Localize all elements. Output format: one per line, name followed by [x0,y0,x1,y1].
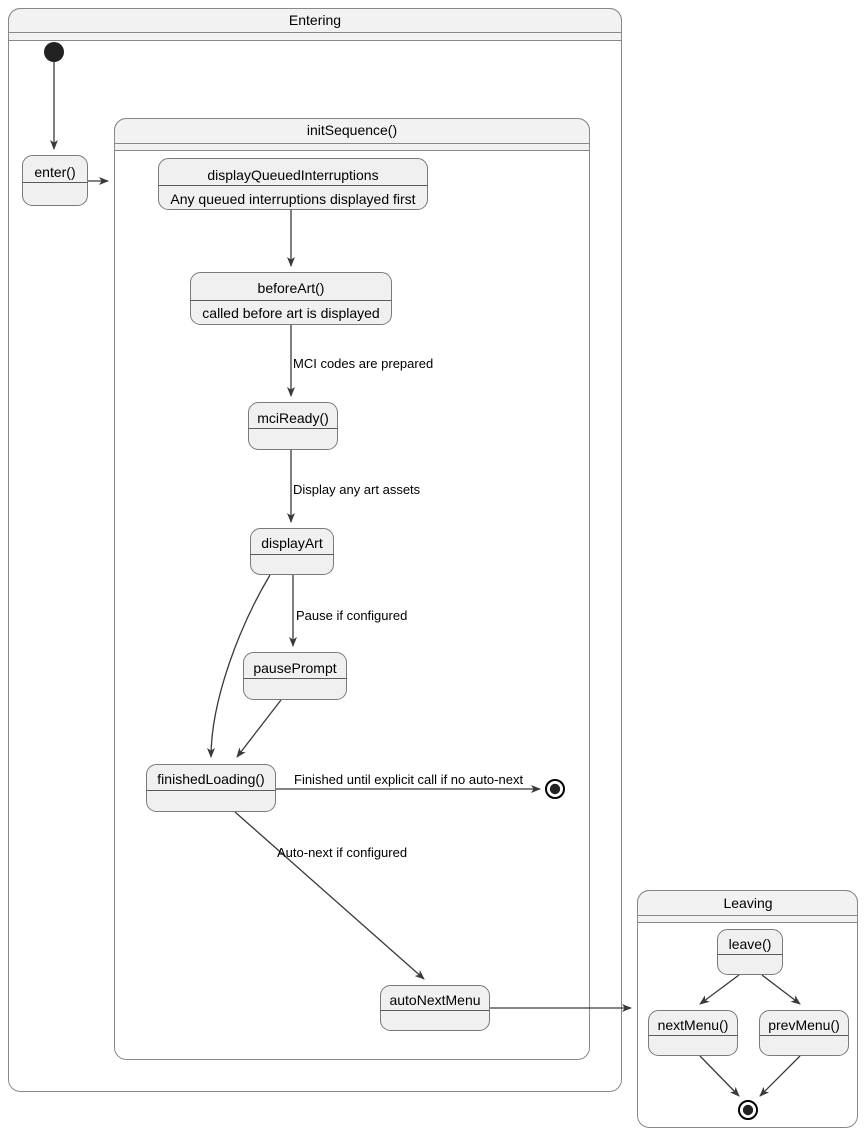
transition-pauseprompt-to-finishedloading [236,699,282,758]
state-leave-label: leave() [729,936,772,952]
transition-finishedloading-to-autonextmenu [234,811,425,980]
edge-labels-layer: MCI codes are prepared Display any art a… [277,356,523,860]
state-mciready[interactable]: mciReady() [248,402,338,450]
state-autonextmenu[interactable]: autoNextMenu [380,985,490,1031]
transitions-layer [50,62,801,1097]
edge-label-finished-until-explicit-call: Finished until explicit call if no auto-… [294,772,523,787]
composite-entering-title: Entering [289,12,341,28]
composite-leaving-header [637,890,858,923]
state-pauseprompt-label: pausePrompt [253,660,336,676]
state-beforeart[interactable]: beforeArt() called before art is display… [190,272,392,325]
state-displayqueuedinterruptions-desc: Any queued interruptions displayed first [170,191,415,207]
state-displayqueuedinterruptions[interactable]: displayQueuedInterruptions Any queued in… [158,158,428,210]
state-prevmenu-label: prevMenu() [768,1017,840,1033]
edge-label-auto-next-if-configured: Auto-next if configured [277,845,407,860]
state-pauseprompt[interactable]: pausePrompt [243,652,347,700]
state-finishedloading-label: finishedLoading() [157,771,264,787]
state-nextmenu-label: nextMenu() [658,1017,729,1033]
state-prevmenu[interactable]: prevMenu() [759,1010,849,1056]
state-finishedloading[interactable]: finishedLoading() [146,764,276,812]
composite-state-leaving[interactable]: Leaving [637,890,858,1128]
state-leave[interactable]: leave() [717,929,783,975]
transition-nextmenu-to-final [699,1055,740,1097]
state-autonextmenu-label: autoNextMenu [389,992,480,1008]
state-enter[interactable]: enter() [22,155,88,206]
state-mciready-label: mciReady() [257,410,329,426]
state-nextmenu[interactable]: nextMenu() [648,1010,738,1056]
transition-leave-to-nextmenu [699,974,740,1005]
composite-initsequence-title: initSequence() [307,122,397,138]
composite-initsequence-header [114,118,590,151]
state-displayart[interactable]: displayArt [250,528,334,575]
composite-leaving-title: Leaving [723,895,772,911]
edge-label-mci-codes-prepared: MCI codes are prepared [293,356,433,371]
composite-initsequence-body [114,118,590,1060]
initial-state-node[interactable] [44,42,64,62]
final-state-entering[interactable] [545,779,565,799]
edge-label-pause-if-configured: Pause if configured [296,608,407,623]
composite-state-initsequence[interactable]: initSequence() [114,118,590,1060]
transition-leave-to-prevmenu [761,974,801,1005]
state-beforeart-label: beforeArt() [258,280,325,296]
state-displayqueuedinterruptions-label: displayQueuedInterruptions [207,167,378,183]
state-enter-label: enter() [34,164,75,180]
final-state-leaving[interactable] [738,1100,758,1120]
edge-label-display-art-assets: Display any art assets [293,482,421,497]
state-beforeart-desc: called before art is displayed [202,305,379,321]
composite-leaving-body [637,890,858,1128]
state-displayart-label: displayArt [261,535,323,551]
transition-displayart-to-finishedloading [207,574,271,758]
transition-prevmenu-to-final [759,1055,801,1097]
